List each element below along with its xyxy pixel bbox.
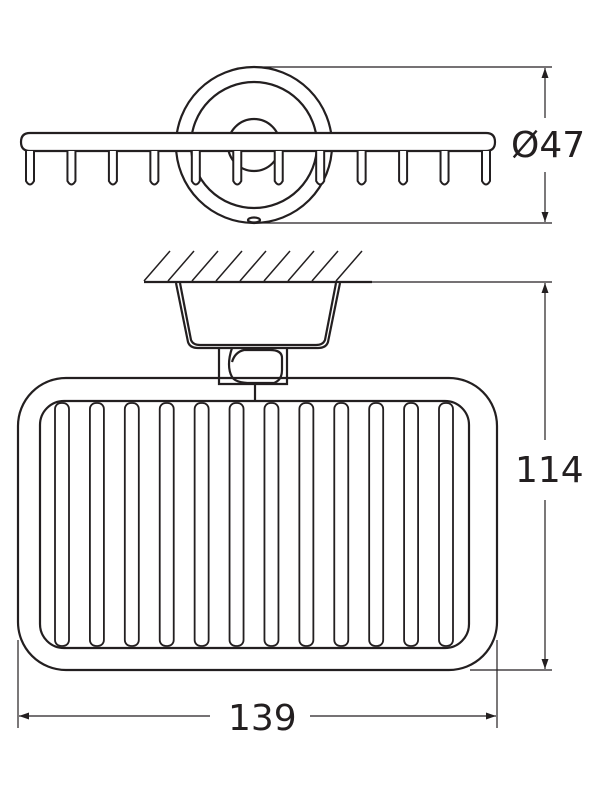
- hatch-line: [239, 250, 267, 282]
- prong: [232, 151, 243, 186]
- hatch-line: [143, 250, 171, 282]
- width-dimension: [17, 640, 498, 728]
- height-label: 114: [515, 450, 584, 491]
- basket-bar: [263, 402, 280, 647]
- prong: [439, 151, 450, 186]
- holder-bracket: [174, 282, 342, 401]
- prong: [25, 151, 35, 186]
- basket-bar: [403, 402, 419, 647]
- prong: [398, 151, 409, 186]
- prong: [107, 151, 118, 186]
- basket-bar: [123, 402, 140, 647]
- basket-bar: [193, 402, 210, 647]
- prong: [481, 151, 491, 186]
- holder-cup-inner: [178, 282, 338, 347]
- basket-bar: [158, 402, 175, 647]
- wall-hatching: [143, 250, 363, 282]
- wall-section: [143, 250, 372, 284]
- height-dimension: [372, 281, 552, 671]
- width-label: 139: [228, 698, 297, 739]
- holder-cup: [174, 282, 342, 350]
- hatch-line: [167, 250, 195, 282]
- hatch-line: [287, 250, 315, 282]
- hatch-line: [335, 250, 363, 282]
- basket-bar: [89, 402, 105, 647]
- diameter-label: Ø47: [511, 125, 585, 166]
- prong-group: [25, 151, 491, 186]
- basket-bar: [368, 402, 385, 647]
- basket-bar: [228, 402, 245, 647]
- basket-frame-inner: [38, 399, 471, 650]
- rail-outline: [19, 131, 497, 153]
- basket-frame-outer: [16, 376, 499, 672]
- basket-bar: [333, 402, 350, 647]
- set-screw: [246, 216, 262, 224]
- basket: [16, 376, 499, 672]
- hatch-line: [191, 250, 219, 282]
- hatch-line: [311, 250, 339, 282]
- prong: [190, 151, 201, 186]
- prong: [315, 151, 326, 186]
- basket-bar: [298, 402, 315, 647]
- basket-bar-group: [54, 402, 454, 647]
- prong: [356, 151, 367, 186]
- basket-bar: [54, 402, 70, 647]
- prong: [149, 151, 160, 186]
- prong: [273, 151, 284, 186]
- top-view: [19, 65, 497, 225]
- hatch-line: [215, 250, 243, 282]
- prong: [66, 151, 77, 186]
- hatch-line: [263, 250, 291, 282]
- diameter-dimension: [254, 66, 552, 224]
- basket-bar: [438, 402, 454, 647]
